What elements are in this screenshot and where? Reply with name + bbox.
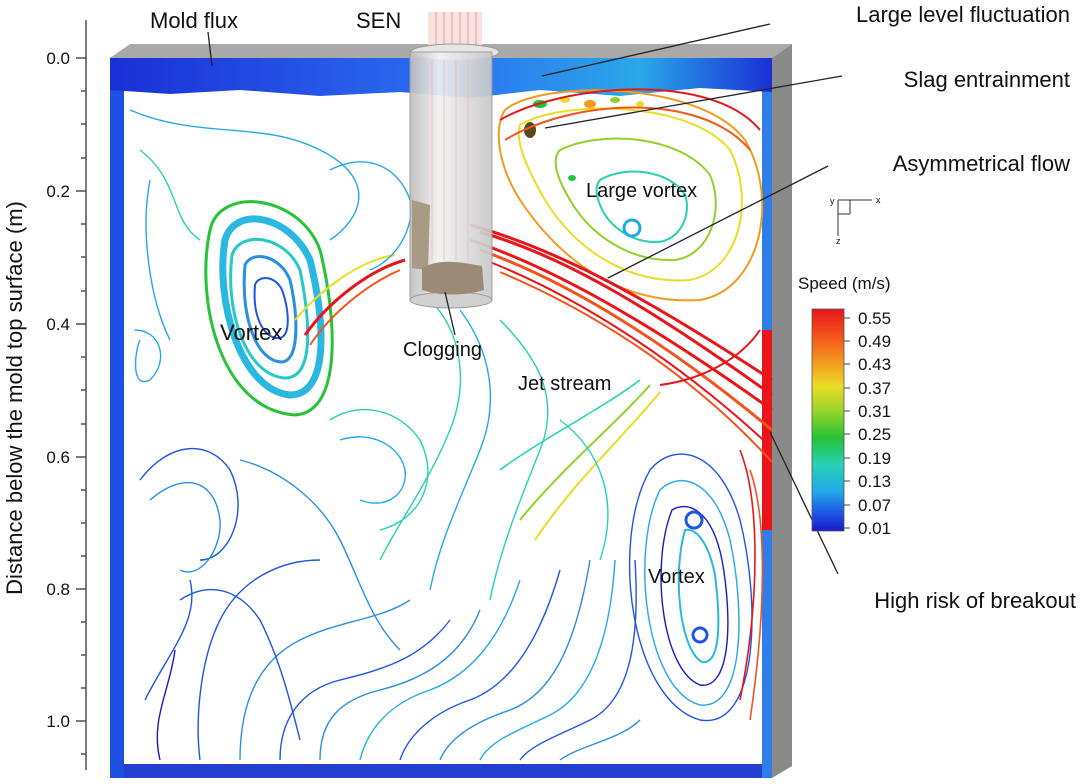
label-jet-stream: Jet stream	[518, 373, 611, 395]
mold-bottom-edge	[110, 764, 772, 778]
colorbar-label: 0.19	[858, 449, 891, 468]
colorbar-label: 0.01	[858, 519, 891, 538]
colorbar-label: 0.37	[858, 379, 891, 398]
colorbar-label: 0.07	[858, 496, 891, 515]
label-sen: SEN	[356, 8, 401, 33]
y-tick-label: 0.4	[46, 315, 70, 334]
y-axis: 0.0 0.2 0.4 0.6 0.8 1.0 Distance below t…	[2, 20, 87, 770]
leader-clogging	[444, 291, 456, 336]
label-high-risk-of-breakout: High risk of breakout	[874, 588, 1076, 613]
sen-nozzle	[409, 12, 500, 309]
colorbar-label: 0.31	[858, 402, 891, 421]
leader-mold-flux	[207, 31, 213, 67]
label-large-vortex: Large vortex	[586, 180, 697, 202]
colorbar-title: Speed (m/s)	[798, 274, 891, 293]
colorbar-label: 0.13	[858, 472, 891, 491]
leader-breakout	[769, 431, 839, 575]
label-vortex-right: Vortex	[648, 566, 705, 588]
leader-level-fluctuation	[541, 23, 771, 77]
label-asymmetrical-flow: Asymmetrical flow	[893, 151, 1070, 176]
leader-slag-entrainment	[544, 75, 843, 129]
streamlines	[129, 88, 773, 761]
right-wall-red-zone	[762, 330, 772, 530]
y-tick-label: 0.6	[46, 448, 70, 467]
triad-z-label: z	[836, 236, 841, 246]
label-large-level-fluctuation: Large level fluctuation	[856, 2, 1070, 27]
mold-left-wall-flow	[110, 58, 124, 778]
label-clogging: Clogging	[403, 339, 482, 361]
label-mold-flux: Mold flux	[150, 8, 238, 33]
y-tick-label: 0.0	[46, 49, 70, 68]
triad-x-label: x	[876, 195, 881, 205]
mold-right-face	[772, 44, 792, 778]
colorbar-legend: Speed (m/s) 0.55 0.49 0.43 0.37 0.31 0.2…	[798, 274, 891, 538]
axis-triad: x y z	[830, 195, 881, 246]
clog-deposit-bottom	[422, 261, 484, 295]
colorbar-label: 0.55	[858, 309, 891, 328]
colorbar-label: 0.43	[858, 355, 891, 374]
y-tick-label: 1.0	[46, 712, 70, 731]
label-vortex-left: Vortex	[220, 320, 282, 345]
annotation-labels: Mold flux SEN Large level fluctuation Sl…	[150, 2, 1076, 613]
y-axis-ticks	[76, 57, 86, 755]
colorbar-label: 0.25	[858, 425, 891, 444]
y-axis-title: Distance below the mold top surface (m)	[2, 201, 27, 595]
label-slag-entrainment: Slag entrainment	[904, 67, 1070, 92]
leader-asymmetrical-flow	[607, 165, 829, 279]
colorbar-gradient	[811, 308, 845, 532]
clog-deposit-left	[412, 200, 430, 270]
leader-lines	[207, 23, 843, 575]
y-tick-label: 0.8	[46, 580, 70, 599]
colorbar-label: 0.49	[858, 332, 891, 351]
triad-y-label: y	[830, 196, 835, 206]
y-tick-label: 0.2	[46, 182, 70, 201]
